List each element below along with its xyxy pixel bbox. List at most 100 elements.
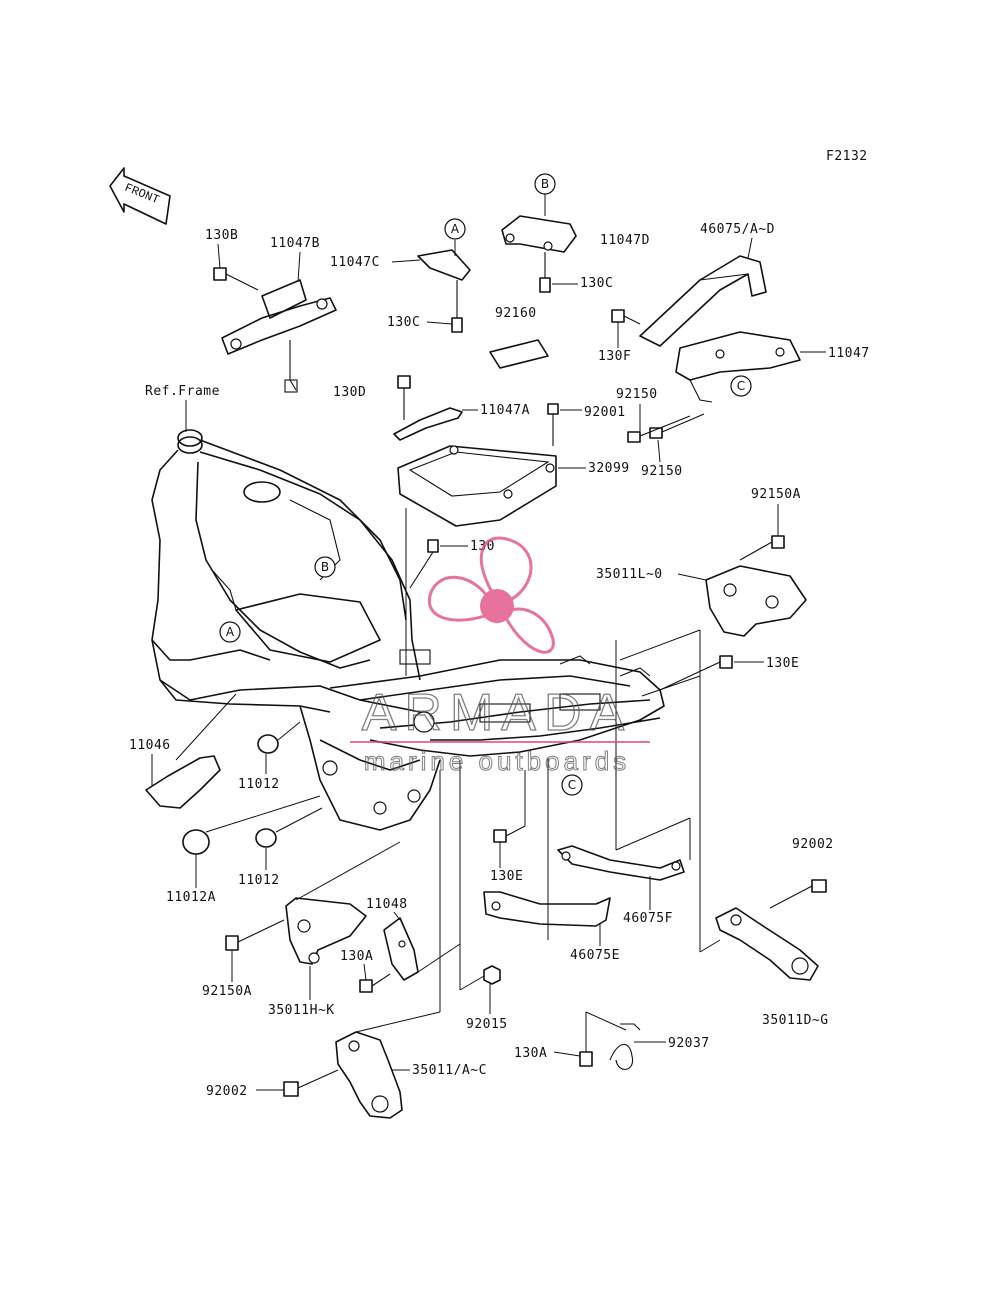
main-frame <box>151 429 665 831</box>
label-130c-lower: 130C <box>387 315 420 330</box>
label-92002-lower: 92002 <box>206 1084 248 1099</box>
bracket-11047c <box>417 240 471 281</box>
callout-a-frame: A <box>219 621 241 643</box>
bolt-92150-right <box>649 413 705 439</box>
label-11012a: 11012A <box>166 890 216 905</box>
label-130e-center: 130E <box>490 869 523 884</box>
cap-11012a <box>182 795 321 855</box>
footrest-bracket-35011l <box>705 565 807 637</box>
bolt-130c-upper <box>539 252 551 293</box>
label-130c-upper: 130C <box>580 276 613 291</box>
bolt-92002-right <box>769 879 827 909</box>
bracket-11047a <box>393 407 463 441</box>
cap-11012-lower <box>255 807 323 848</box>
label-46075f: 46075F <box>623 911 673 926</box>
svg-text:A: A <box>226 625 235 639</box>
footrest-bracket-35011 <box>335 1011 441 1119</box>
bracket-11048 <box>383 917 461 981</box>
label-92001: 92001 <box>584 405 626 420</box>
figure-code: F2132 <box>826 149 868 164</box>
label-46075e: 46075E <box>570 948 620 963</box>
label-92150a-lower: 92150A <box>202 984 252 999</box>
callout-b-bracket: B <box>534 173 556 195</box>
callout-a-bracket: A <box>444 218 466 240</box>
footrest-bracket-35011d <box>715 907 819 981</box>
label-130d: 130D <box>333 385 366 400</box>
callout-c-frame: C <box>561 774 583 796</box>
label-35011l: 35011L~0 <box>596 567 663 582</box>
svg-text:B: B <box>321 560 329 574</box>
svg-text:A: A <box>451 222 460 236</box>
label-92037: 92037 <box>668 1036 710 1051</box>
label-130a-right: 130A <box>514 1046 547 1061</box>
label-92015: 92015 <box>466 1017 508 1032</box>
label-35011h: 35011H~K <box>268 1003 335 1018</box>
label-92002-right: 92002 <box>792 837 834 852</box>
svg-text:C: C <box>568 778 576 792</box>
rail-46075e <box>483 891 611 927</box>
bolt-130f <box>611 309 641 325</box>
bracket-11047 <box>675 331 801 403</box>
bolt-130e-center <box>493 825 526 843</box>
callout-c-bracket: C <box>730 375 752 397</box>
bolt-92002-lower <box>283 1069 339 1097</box>
bracket-11047d <box>501 194 577 253</box>
part-labels: 130B 11047B 11047C 130C 11047D 130C 4607… <box>129 222 870 1099</box>
label-130e-right: 130E <box>766 656 799 671</box>
label-11012-lower: 11012 <box>238 873 280 888</box>
label-ref-frame: Ref.Frame <box>145 384 220 399</box>
nut-92015 <box>459 965 501 991</box>
callout-b-frame: B <box>314 556 336 578</box>
label-92150-lower: 92150 <box>641 464 683 479</box>
label-130f: 130F <box>598 349 631 364</box>
bolt-130a-right <box>579 1051 593 1067</box>
label-130b: 130B <box>205 228 238 243</box>
bolt-92150-left <box>627 415 691 443</box>
pad-92160 <box>489 339 549 369</box>
grab-rail-46075 <box>639 255 767 347</box>
watermark-tagline: marine outboards <box>364 746 630 776</box>
bolt-130a-left <box>359 973 391 993</box>
label-11047: 11047 <box>828 346 870 361</box>
propeller-logo <box>427 536 555 654</box>
leader-lines <box>405 508 721 1012</box>
tray-32099 <box>397 445 557 527</box>
label-46075: 46075/A~D <box>700 222 775 237</box>
bolt-130e-right <box>659 655 733 691</box>
bolt-130b <box>213 267 259 291</box>
label-92150-upper: 92150 <box>616 387 658 402</box>
svg-text:B: B <box>541 177 549 191</box>
label-92160: 92160 <box>495 306 537 321</box>
label-130a-left: 130A <box>340 949 373 964</box>
label-11012-upper: 11012 <box>238 777 280 792</box>
bolt-92150a-upper <box>739 535 785 561</box>
watermark: ARMADA marine outboards <box>350 536 650 777</box>
rail-46075f <box>557 845 685 881</box>
footrest-bracket-35011h <box>285 841 401 965</box>
svg-text:C: C <box>737 379 745 393</box>
label-11046: 11046 <box>129 738 171 753</box>
bolt-130c-lower <box>451 280 463 333</box>
propeller-hub <box>480 589 514 623</box>
bolt-92150a-lower <box>225 919 285 951</box>
bolt-130 <box>409 539 439 589</box>
bracket-11047b <box>221 279 337 393</box>
label-11047a: 11047A <box>480 403 530 418</box>
label-92150a-upper: 92150A <box>751 487 801 502</box>
front-arrow: FRONT <box>109 167 171 225</box>
front-arrow-label: FRONT <box>123 181 162 207</box>
label-11047c: 11047C <box>330 255 380 270</box>
label-35011: 35011/A~C <box>412 1063 487 1078</box>
label-11047b: 11047B <box>270 236 320 251</box>
bolt-92001 <box>547 403 559 446</box>
label-35011d: 35011D~G <box>762 1013 829 1028</box>
label-11047d: 11047D <box>600 233 650 248</box>
bolt-130d <box>397 375 411 420</box>
watermark-name: ARMADA <box>362 684 632 742</box>
spring-92037 <box>585 1011 641 1070</box>
label-11048: 11048 <box>366 897 408 912</box>
label-32099: 32099 <box>588 461 630 476</box>
cap-11012-upper <box>257 721 301 754</box>
guard-11046 <box>145 693 237 809</box>
